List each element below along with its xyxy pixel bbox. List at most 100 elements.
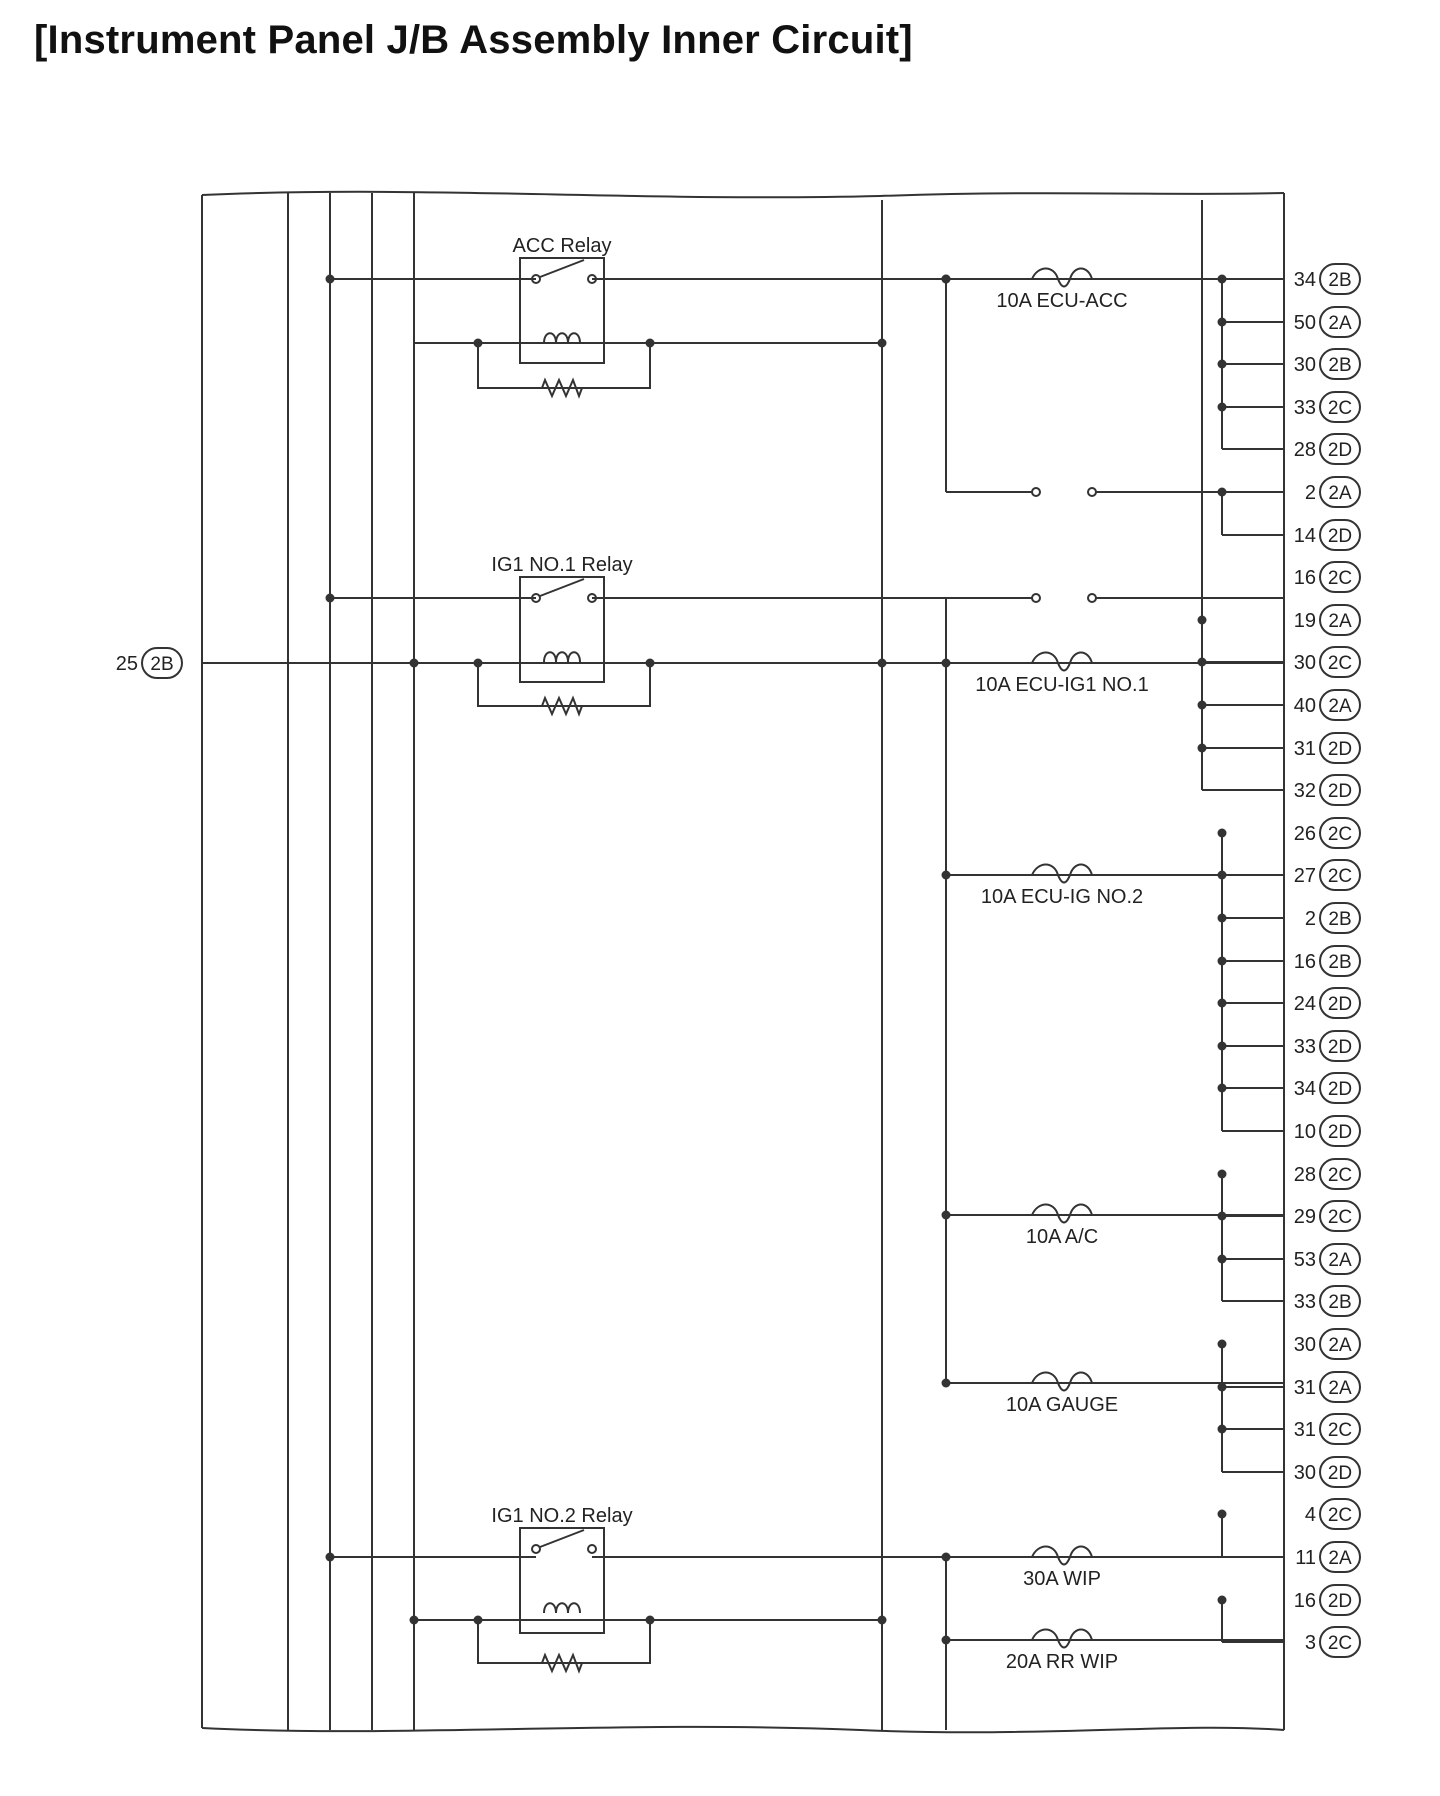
junction-dot (1217, 359, 1227, 369)
connector-badge (1319, 1626, 1361, 1658)
terminal-pin: 16 (1294, 567, 1316, 589)
junction-dot (1217, 1083, 1227, 1093)
terminal-pin: 4 (1305, 1504, 1316, 1526)
terminal-28-2C: 28 2C (1294, 1158, 1361, 1190)
junction-dot (1217, 1041, 1227, 1051)
open-contact (1087, 593, 1097, 603)
connector-badge (1319, 1328, 1361, 1360)
fuse-symbol (1031, 1545, 1093, 1566)
terminal-pin: 28 (1294, 439, 1316, 461)
connector-badge (1319, 1541, 1361, 1573)
junction-dot (325, 274, 335, 284)
connector-id: 2B (1328, 952, 1351, 973)
relay-box (519, 1527, 605, 1634)
junction-dot (877, 658, 887, 668)
relay-switch-arm (539, 578, 585, 597)
junction-dot (1217, 998, 1227, 1008)
wire (477, 343, 651, 389)
fuse-label: 30A WIP (1023, 1568, 1101, 1590)
terminal-pin: 30 (1294, 1334, 1316, 1356)
connector-badge (1319, 689, 1361, 721)
connector-id: 2C (1328, 653, 1352, 674)
terminal-50-2A: 50 2A (1294, 306, 1361, 338)
terminal-pin: 14 (1294, 525, 1316, 547)
junction-dot (1217, 913, 1227, 923)
connector-badge (1319, 1243, 1361, 1275)
resistor (541, 695, 583, 717)
connector-id: 2D (1328, 1079, 1352, 1100)
terminal-pin: 34 (1294, 269, 1316, 291)
circuit-wiring (202, 195, 1284, 1730)
terminal-pin: 50 (1294, 312, 1316, 334)
connector-badge (1319, 1030, 1361, 1062)
connector-id: 2C (1328, 568, 1352, 589)
terminal-pin: 30 (1294, 354, 1316, 376)
terminal-pin: 33 (1294, 1291, 1316, 1313)
connector-id: 2D (1328, 440, 1352, 461)
terminal-pin: 28 (1294, 1164, 1316, 1186)
relay-label: ACC Relay (513, 235, 612, 257)
page-title: [Instrument Panel J/B Assembly Inner Cir… (34, 18, 913, 62)
connector-badge (1319, 1200, 1361, 1232)
junction-dot (1197, 615, 1207, 625)
connector-badge (1319, 1584, 1361, 1616)
relay-coil (543, 1602, 581, 1614)
terminal-4-2C: 4 2C (1305, 1498, 1361, 1530)
terminal-pin: 33 (1294, 1036, 1316, 1058)
junction-dot (941, 1552, 951, 1562)
relay-coil (543, 332, 581, 344)
connector-badge (1319, 1285, 1361, 1317)
terminal-pin: 26 (1294, 823, 1316, 845)
junction-dot (1217, 828, 1227, 838)
external-pin: 25 (116, 653, 138, 675)
relay-label: IG1 NO.1 Relay (491, 554, 632, 576)
relay-switch-arm (539, 259, 585, 278)
fuse-symbol (1031, 1203, 1093, 1224)
fuse-symbol (1031, 651, 1093, 672)
junction-dot (325, 593, 335, 603)
connector-badge (1319, 1115, 1361, 1147)
terminal-pin: 16 (1294, 951, 1316, 973)
junction-dot (1217, 1595, 1227, 1605)
terminal-pin: 40 (1294, 695, 1316, 717)
terminal-pin: 31 (1294, 1419, 1316, 1441)
fuse-label: 20A RR WIP (1006, 1651, 1118, 1673)
relay-2 (519, 1527, 605, 1634)
connector-id: 2D (1328, 1463, 1352, 1484)
connector-badge (1319, 604, 1361, 636)
fuse-label: 10A ECU-ACC (996, 290, 1127, 312)
connector-id: 2C (1328, 1165, 1352, 1186)
terminal-pin: 24 (1294, 993, 1316, 1015)
connector-id: 2D (1328, 739, 1352, 760)
connector-badge (1319, 1413, 1361, 1445)
connector-id: 2A (1328, 313, 1352, 334)
junction-dot (1217, 487, 1227, 497)
junction-dot (1217, 1211, 1227, 1221)
junction-dot (1197, 700, 1207, 710)
junction-dot (1217, 1254, 1227, 1264)
connector-id: 2A (1328, 611, 1352, 632)
connector-id: 2C (1328, 1505, 1352, 1526)
fuse-symbol (1031, 1371, 1093, 1392)
relay-box (519, 257, 605, 364)
junction-dot (1217, 956, 1227, 966)
connector-id: 2D (1328, 1122, 1352, 1143)
fuse-label: 10A ECU-IG NO.2 (981, 886, 1143, 908)
fuse-label: 10A A/C (1026, 1226, 1098, 1248)
fuse-symbol (1031, 267, 1093, 288)
junction-dot (1217, 317, 1227, 327)
relay-box (519, 576, 605, 683)
junction-dot (325, 1552, 335, 1562)
